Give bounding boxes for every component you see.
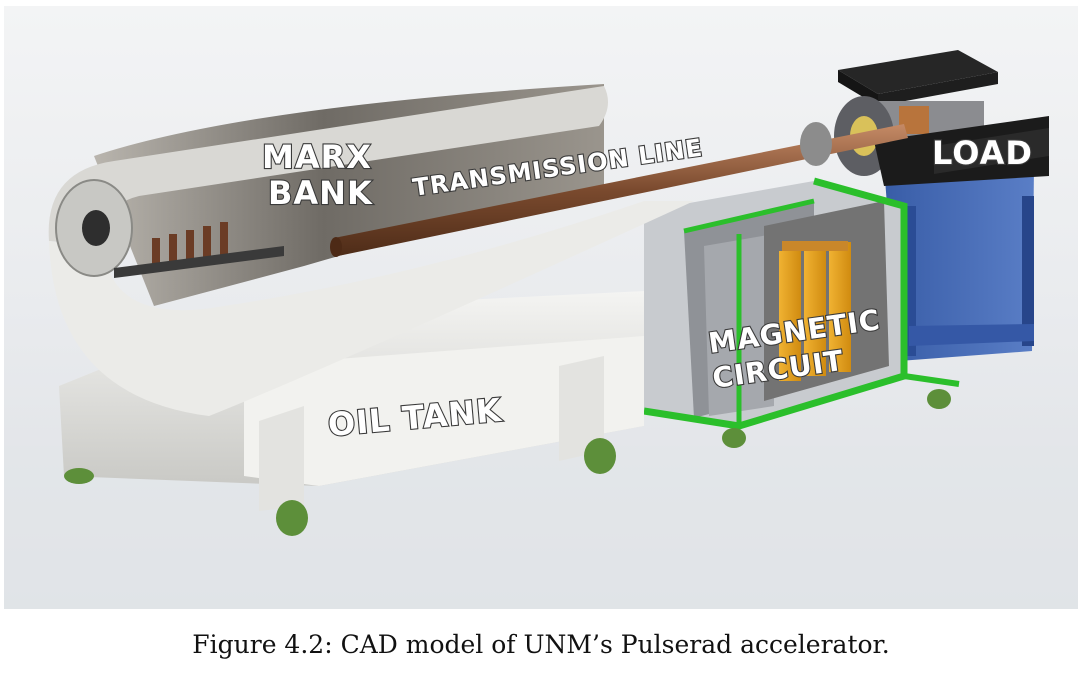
transmission-line-pipe — [330, 122, 908, 257]
load-label: LOAD — [932, 134, 1033, 172]
magnetic-circuit-cabinet — [643, 177, 960, 448]
marx-bank-label-line1: MARX — [262, 138, 372, 176]
marx-bank-label-line2: BANK — [268, 174, 373, 212]
cad-figure: MARX BANK TRANSMISSION LINE LOAD MAGNETI… — [4, 6, 1078, 609]
figure-caption: Figure 4.2: CAD model of UNM’s Pulserad … — [192, 630, 890, 659]
oil-tank — [48, 84, 694, 536]
